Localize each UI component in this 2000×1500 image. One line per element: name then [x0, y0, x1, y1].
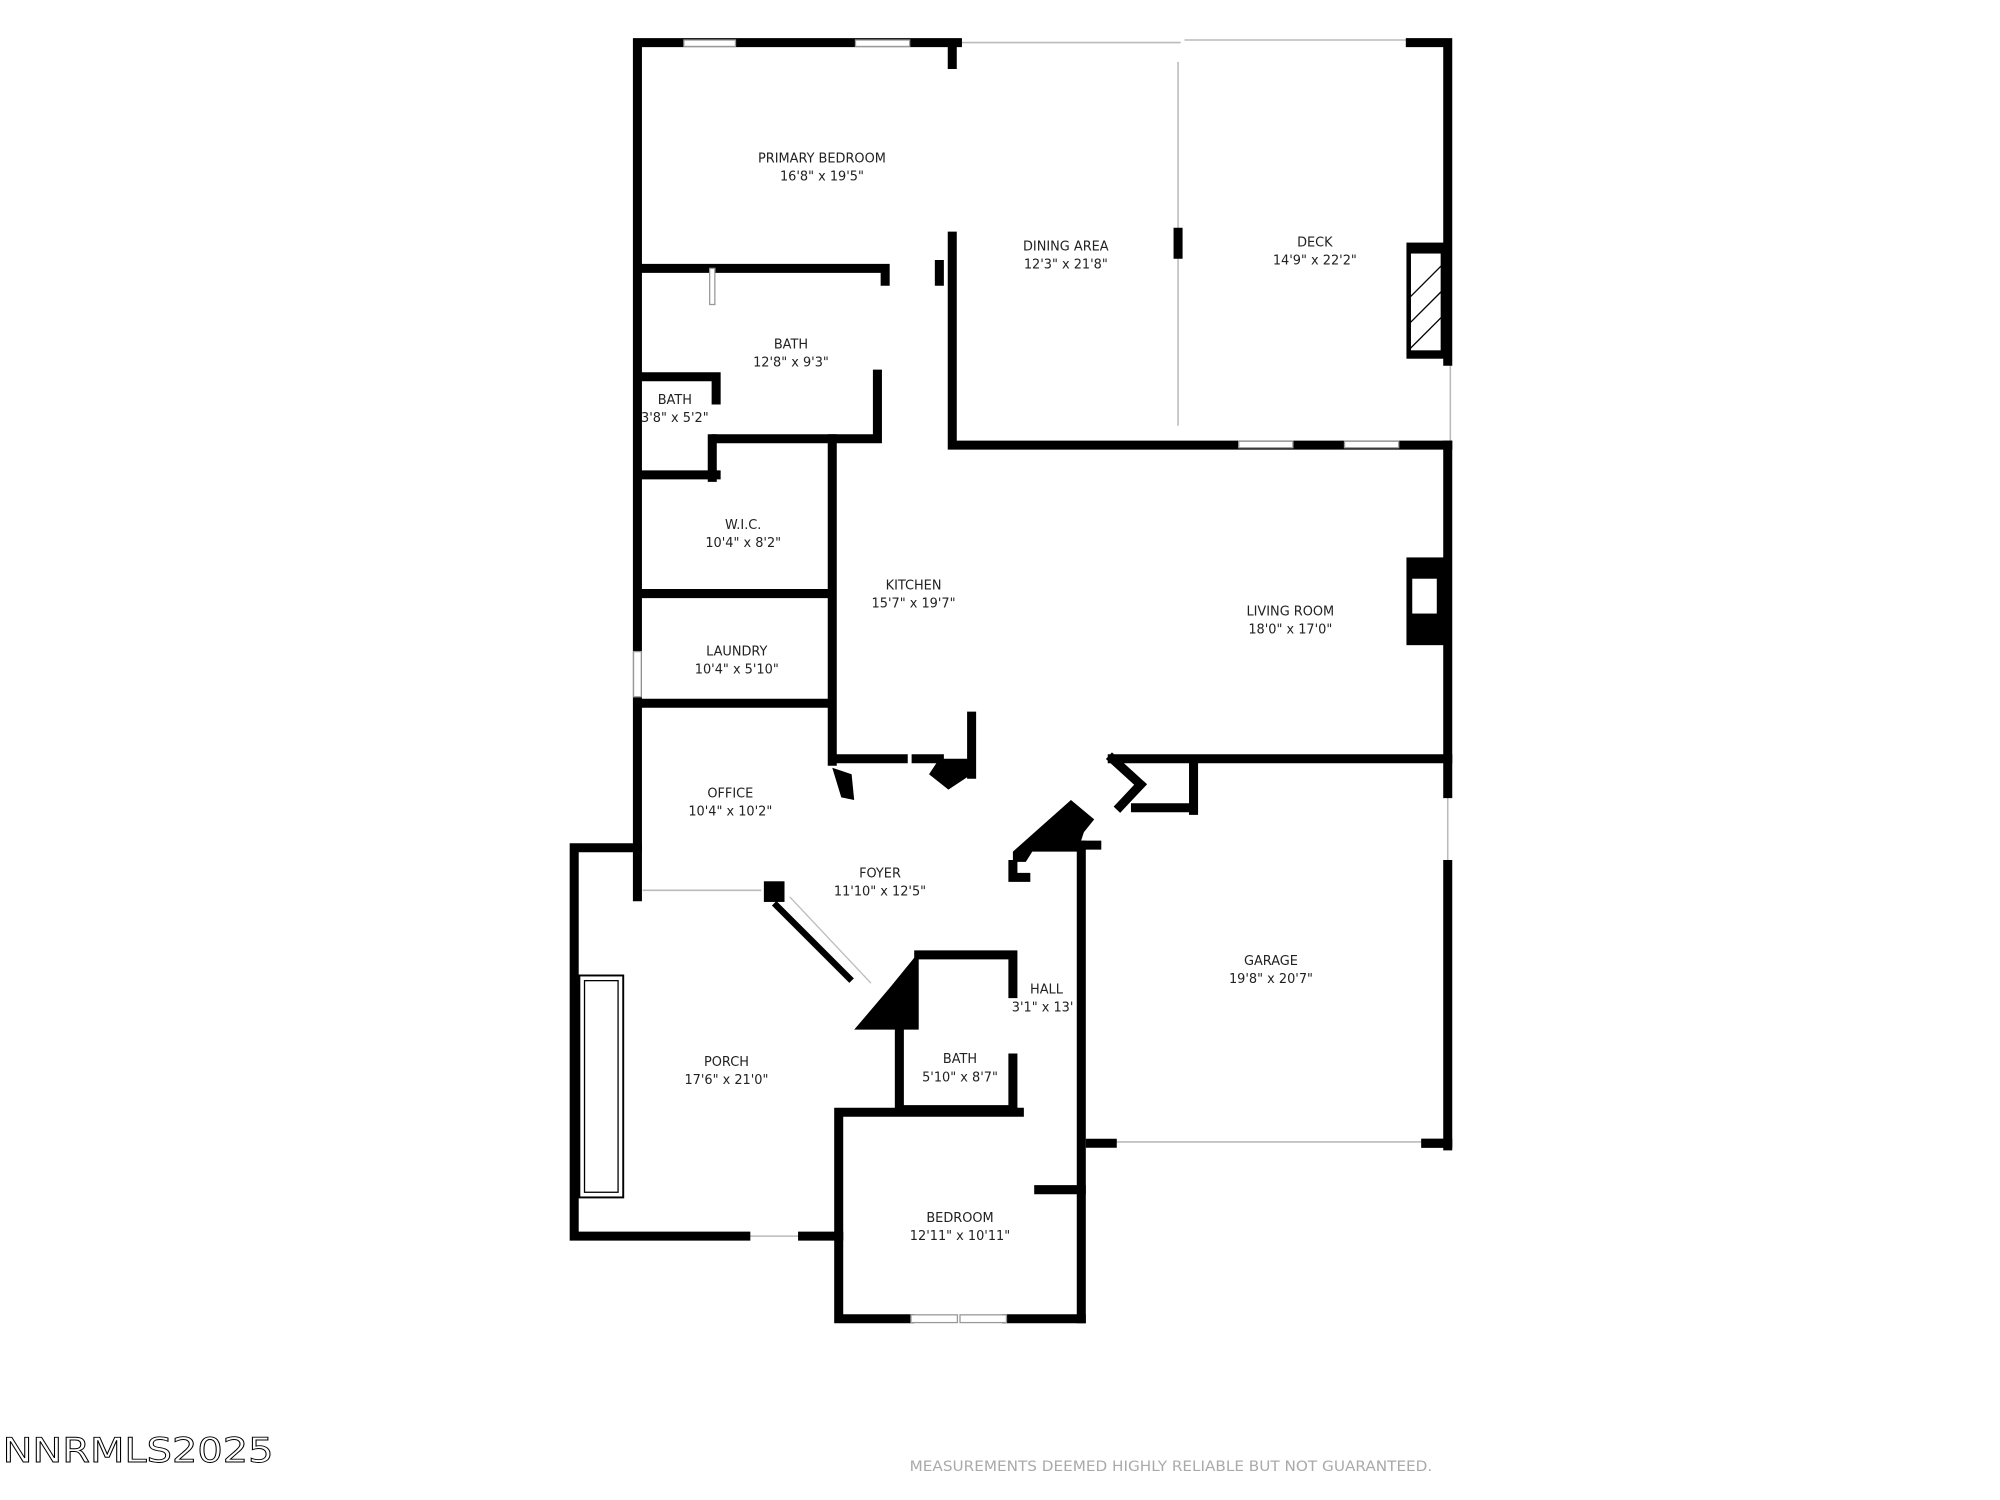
room-size: 5'10" x 8'7"	[922, 1070, 998, 1085]
room-size: 17'6" x 21'0"	[684, 1073, 768, 1088]
room-size: 16'8" x 19'5"	[780, 170, 864, 185]
room-name: DINING AREA	[1023, 239, 1109, 254]
room-name: PRIMARY BEDROOM	[758, 152, 886, 167]
room-size: 10'4" x 8'2"	[705, 536, 781, 551]
room-size: 12'11" x 10'11"	[910, 1229, 1010, 1244]
room-name: LIVING ROOM	[1246, 604, 1334, 619]
room-name: BEDROOM	[926, 1211, 993, 1226]
room-name: FOYER	[859, 866, 901, 881]
room-name: GARAGE	[1244, 954, 1298, 969]
room-size: 3'8" x 5'2"	[641, 411, 709, 426]
room-name: OFFICE	[707, 786, 753, 801]
room-name: DECK	[1297, 235, 1333, 250]
room-size: 11'10" x 12'5"	[834, 884, 926, 899]
room-name: W.I.C.	[725, 518, 761, 533]
disclaimer: MEASUREMENTS DEEMED HIGHLY RELIABLE BUT …	[910, 1459, 1433, 1475]
room-size: 12'3" x 21'8"	[1024, 257, 1108, 272]
room-size: 18'0" x 17'0"	[1248, 623, 1332, 638]
room-name: HALL	[1030, 983, 1064, 998]
room-name: LAUNDRY	[706, 644, 767, 659]
room-size: 15'7" x 19'7"	[872, 597, 956, 612]
walls	[569, 38, 1453, 1324]
room-size: 14'9" x 22'2"	[1273, 254, 1357, 269]
room-labels: PRIMARY BEDROOM 16'8" x 19'5" DINING ARE…	[641, 152, 1357, 1244]
room-size: 10'4" x 5'10"	[695, 663, 779, 678]
room-size: 10'4" x 10'2"	[688, 804, 772, 819]
room-size: 12'8" x 9'3"	[753, 355, 829, 370]
room-size: 19'8" x 20'7"	[1229, 972, 1313, 987]
room-name: BATH	[774, 337, 808, 352]
room-name: BATH	[943, 1052, 977, 1067]
room-size: 3'1" x 13'	[1012, 1001, 1074, 1016]
room-name: KITCHEN	[886, 579, 942, 594]
watermark: NNRMLS2025	[3, 1431, 274, 1470]
room-name: PORCH	[704, 1055, 749, 1070]
room-name: BATH	[658, 393, 692, 408]
